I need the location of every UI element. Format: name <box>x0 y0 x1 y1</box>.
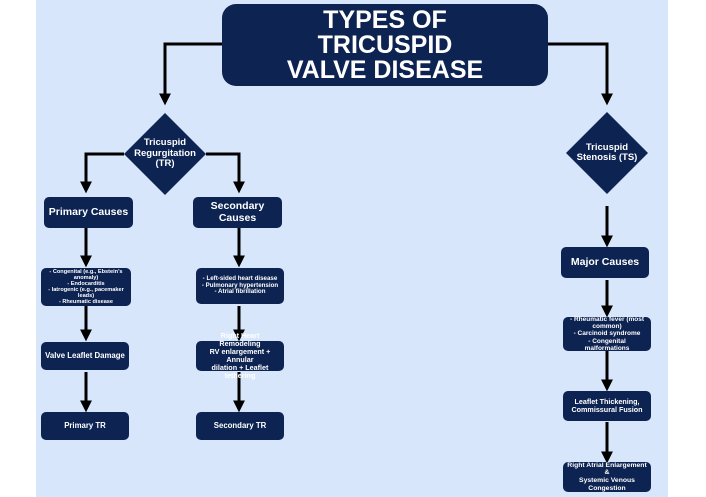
primary-result-box: Primary TR <box>41 412 129 440</box>
major-causes-text: - Rheumatic fever (most common) - Carcin… <box>569 315 645 352</box>
arrow-title-to-tr <box>159 42 222 106</box>
secondary-causes-text: - Left-sided heart disease - Pulmonary h… <box>201 274 279 296</box>
ts-diamond: Tricuspid Stenosis (TS) <box>565 111 649 195</box>
tr-label: Tricuspid Regurgitation (TR) <box>134 137 196 170</box>
ts-result-text: Right Atrial Enlargement & Systemic Veno… <box>567 461 647 492</box>
page-title: TYPES OF TRICUSPID VALVE DISEASE <box>286 5 484 84</box>
secondary-causes-box: Secondary Causes <box>193 197 282 228</box>
ts-step-box: Leaflet Thickening, Commissural Fusion <box>563 391 651 421</box>
primary-result-text: Primary TR <box>64 420 106 430</box>
secondary-step-box: Right Heart Remodeling RV enlargement + … <box>196 331 284 380</box>
secondary-causes-list: - Left-sided heart disease - Pulmonary h… <box>196 268 284 304</box>
title-box: TYPES OF TRICUSPID VALVE DISEASE <box>222 4 548 86</box>
primary-causes-text: - Congenital (e.g., Ebstein's anomaly) -… <box>48 268 124 306</box>
tr-diamond: Tricuspid Regurgitation (TR) <box>123 112 207 196</box>
arrow-title-to-ts <box>548 42 613 106</box>
arrow-tr-to-primary <box>80 152 124 194</box>
primary-step-text: Valve Leaflet Damage <box>45 350 125 360</box>
primary-causes-heading: Primary Causes <box>48 205 129 218</box>
secondary-causes-heading: Secondary Causes <box>210 199 265 224</box>
primary-causes-box: Primary Causes <box>44 197 133 228</box>
arrow-tr-to-secondary <box>206 152 245 194</box>
ts-step-text: Leaflet Thickening, Commissural Fusion <box>571 396 643 414</box>
major-causes-box: Major Causes <box>561 247 649 278</box>
primary-step-box: Valve Leaflet Damage <box>41 342 129 370</box>
ts-result-box: Right Atrial Enlargement & Systemic Veno… <box>563 462 651 492</box>
major-causes-heading: Major Causes <box>570 255 640 268</box>
primary-causes-list: - Congenital (e.g., Ebstein's anomaly) -… <box>41 268 131 306</box>
secondary-result-text: Secondary TR <box>213 420 267 430</box>
secondary-step-text: Right Heart Remodeling RV enlargement + … <box>209 330 271 381</box>
secondary-result-box: Secondary TR <box>196 412 284 440</box>
ts-label: Tricuspid Stenosis (TS) <box>576 141 638 163</box>
major-causes-list: - Rheumatic fever (most common) - Carcin… <box>563 315 651 352</box>
